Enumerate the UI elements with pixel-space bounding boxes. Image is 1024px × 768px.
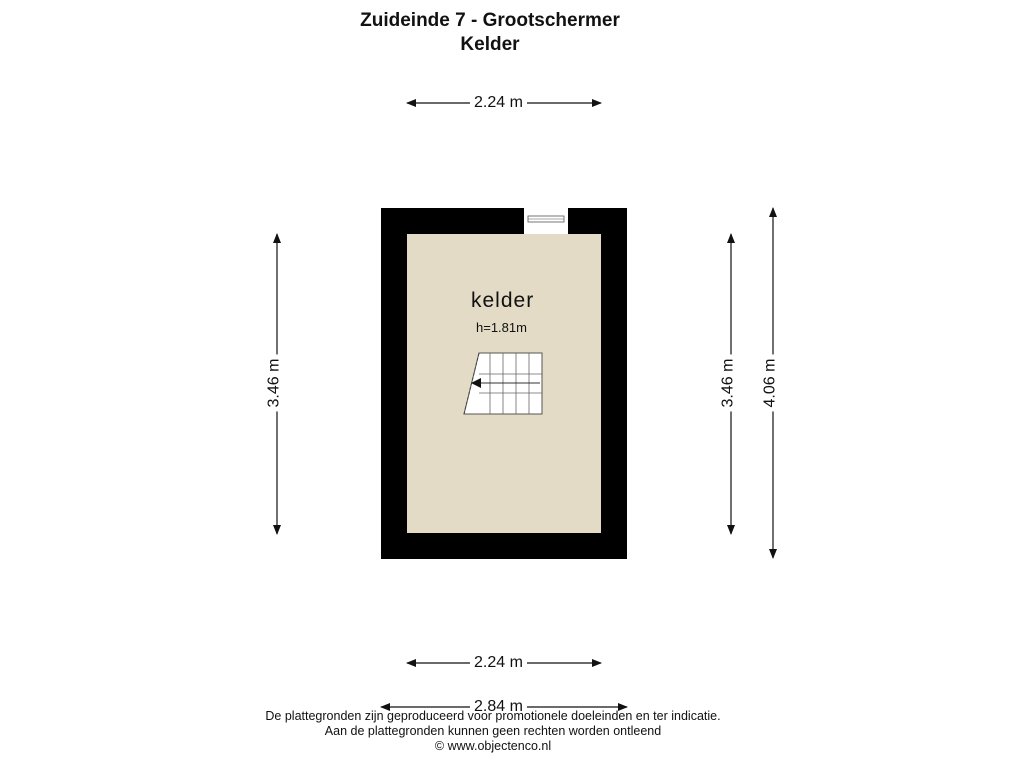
window	[527, 215, 565, 223]
dim-label-right-outer: 4.06 m	[761, 354, 780, 412]
disclaimer-line-2: Aan de plattegronden kunnen geen rechten…	[324, 724, 662, 738]
dim-label-left: 3.46 m	[265, 354, 284, 412]
room-height: h=1.81m	[476, 320, 527, 335]
staircase	[463, 352, 543, 415]
dim-label-bottom-outer: 2.84 m	[470, 698, 527, 716]
room-name: kelder	[471, 289, 535, 312]
plan-title: Zuideinde 7 - Grootschermer	[360, 10, 620, 31]
dim-label-bottom-inner: 2.24 m	[470, 654, 527, 672]
copyright: © www.objectenco.nl	[434, 739, 552, 753]
dim-label-top: 2.24 m	[470, 94, 527, 112]
floor-name: Kelder	[460, 34, 520, 55]
dim-label-right-inner: 3.46 m	[719, 354, 738, 412]
disclaimer-line-1: De plattegronden zijn geproduceerd voor …	[265, 709, 721, 723]
